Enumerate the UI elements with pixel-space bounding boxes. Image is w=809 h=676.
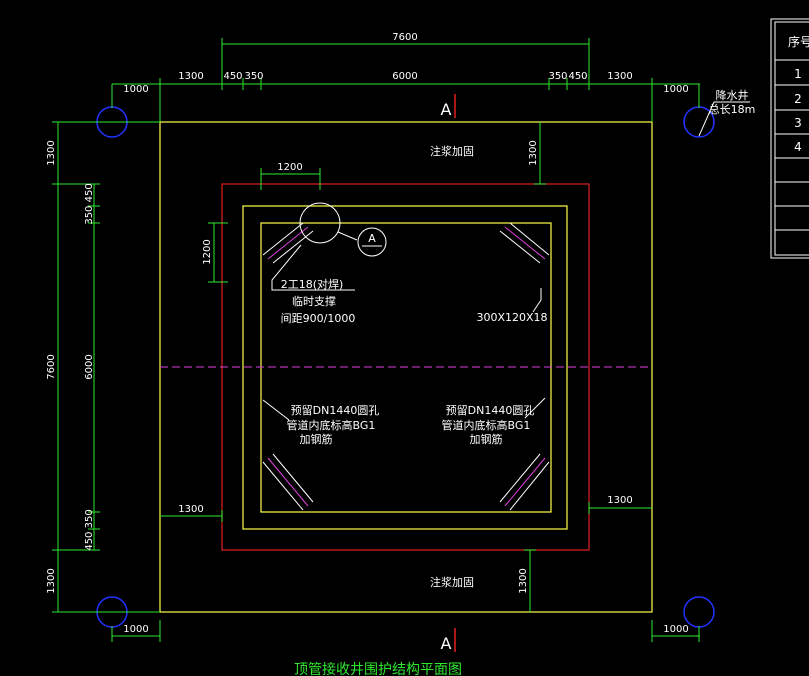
dim-top-1000-left: 1000 [123, 84, 148, 95]
dim-top-1300-right: 1300 [607, 71, 632, 82]
dim-top-1300-left: 1300 [178, 71, 203, 82]
drawing-title: 顶管接收井围护结构平面图 [294, 661, 462, 676]
label-brace-spec: 2工18(对焊) [281, 277, 344, 291]
dim-left-350-450: 350 450 [84, 183, 95, 224]
dimension-lines [52, 38, 700, 642]
label-brace-name: 临时支撑 [292, 294, 336, 308]
section-mark-bottom: A [441, 634, 452, 653]
dim-inner-1300-bottom: 1300 [518, 568, 529, 593]
label-hole-right-2: 管道内底标高BG1 [442, 418, 531, 432]
label-hole-right-3: 加钢筋 [470, 432, 503, 446]
label-hole-left-3: 加钢筋 [300, 432, 333, 446]
label-well-name: 降水井 [716, 88, 749, 102]
well-bottom-right [683, 596, 715, 628]
dim-top-350-left: 350 [244, 71, 263, 82]
dim-top-6000: 6000 [392, 71, 417, 82]
label-well-depth: 总长18m [709, 102, 756, 116]
dim-inner-1200-h: 1200 [277, 162, 302, 173]
table-row-1: 1 [794, 67, 802, 81]
label-hole-left-2: 管道内底标高BG1 [287, 418, 376, 432]
dim-left-1300-bottom: 1300 [46, 568, 57, 593]
section-mark-top: A [441, 100, 452, 119]
dim-top-1000-right: 1000 [663, 84, 688, 95]
table-row-4: 4 [794, 140, 802, 154]
table-row-2: 2 [794, 92, 802, 106]
label-grouting-bottom: 注浆加固 [430, 575, 474, 589]
wall-inner-yellow-1 [242, 205, 568, 530]
table-header: 序号 [788, 34, 809, 49]
dim-top-450-left: 450 [223, 71, 242, 82]
dim-inner-1300-left: 1300 [178, 504, 203, 515]
corner-braces [262, 222, 550, 511]
label-hole-left-1: 预留DN1440圆孔 [291, 404, 380, 417]
dim-left-1300-top: 1300 [46, 140, 57, 165]
dim-top-450-right: 450 [568, 71, 587, 82]
detail-ref-label: A [368, 232, 376, 245]
dim-left-450-350: 450 350 [84, 509, 95, 550]
label-grouting-top: 注浆加固 [430, 144, 474, 158]
dim-bottom-1000-right: 1000 [663, 624, 688, 635]
table-row-3: 3 [794, 116, 802, 130]
label-hole-right-1: 预留DN1440圆孔 [446, 404, 535, 417]
dim-top-350-right: 350 [548, 71, 567, 82]
dim-left-6000: 6000 [84, 354, 95, 379]
dim-left-total: 7600 [46, 354, 57, 379]
dim-inner-1300-top: 1300 [528, 140, 539, 165]
dim-inner-1300-right: 1300 [607, 495, 632, 506]
detail-circle [299, 202, 341, 244]
dim-top-total: 7600 [392, 32, 417, 43]
label-corner-spec: 300X120X18 [476, 311, 547, 324]
label-brace-spacing: 间距900/1000 [281, 312, 356, 325]
dim-bottom-1000-left: 1000 [123, 624, 148, 635]
detail-ref-bubble [357, 227, 387, 257]
legend-table [770, 18, 809, 259]
dim-inner-1200-v: 1200 [202, 239, 213, 264]
